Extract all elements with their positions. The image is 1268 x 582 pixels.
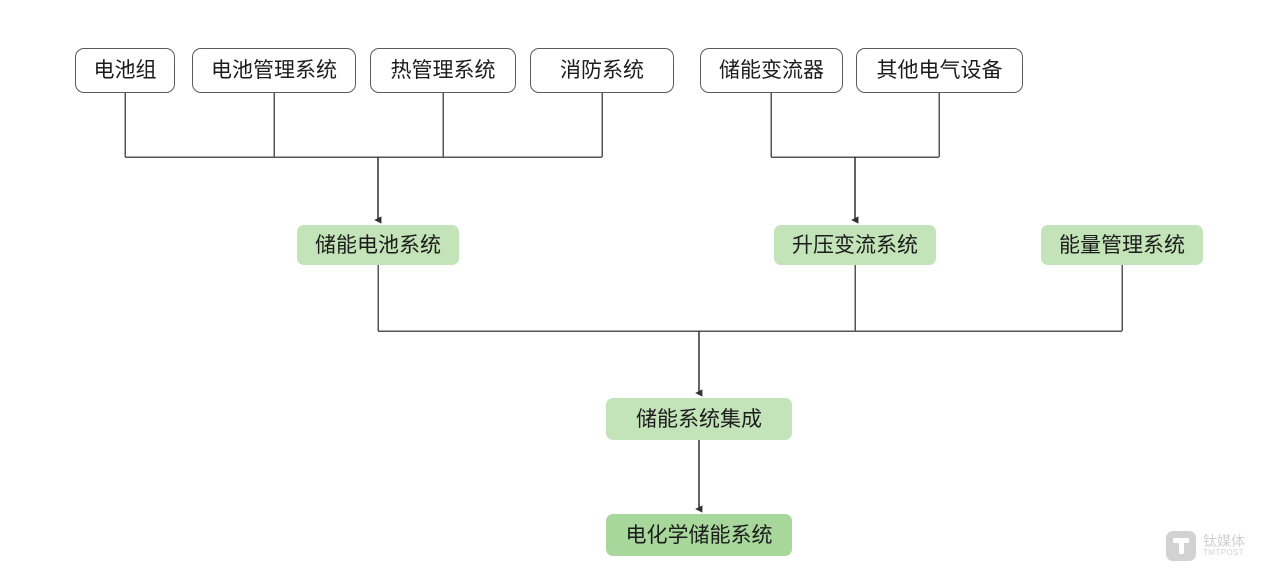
- tmtpost-logo-icon: [1166, 531, 1196, 561]
- node-storage-battery-system[interactable]: 储能电池系统: [297, 225, 459, 265]
- node-battery-pack[interactable]: 电池组: [75, 48, 175, 93]
- watermark-text: 钛媒体 TMTPOST: [1203, 534, 1245, 557]
- node-fire-protection[interactable]: 消防系统: [530, 48, 674, 93]
- node-label: 热管理系统: [390, 58, 496, 82]
- watermark-brand-cn: 钛媒体: [1203, 533, 1245, 550]
- node-label: 储能系统集成: [636, 406, 762, 431]
- node-electrochemical-storage-system[interactable]: 电化学储能系统: [606, 514, 792, 556]
- node-label: 电池组: [93, 58, 157, 82]
- node-label: 电化学储能系统: [625, 522, 773, 547]
- node-label: 储能变流器: [719, 58, 824, 82]
- node-label: 能量管理系统: [1059, 232, 1185, 257]
- node-label: 电池管理系统: [211, 58, 337, 82]
- edge-group-level2-cluster: [377, 265, 1123, 332]
- node-bms[interactable]: 电池管理系统: [192, 48, 356, 93]
- node-label: 其他电气设备: [876, 58, 1003, 82]
- node-boost-conversion-system[interactable]: 升压变流系统: [774, 225, 936, 265]
- watermark: 钛媒体 TMTPOST: [1166, 528, 1262, 564]
- node-label: 升压变流系统: [792, 232, 918, 257]
- node-other-electrical[interactable]: 其他电气设备: [856, 48, 1023, 93]
- node-thermal-management[interactable]: 热管理系统: [370, 48, 516, 93]
- node-label: 消防系统: [560, 58, 644, 82]
- node-storage-system-integration[interactable]: 储能系统集成: [606, 398, 792, 440]
- edge-group-left-cluster: [124, 93, 603, 158]
- edge-group-right-cluster: [770, 93, 940, 158]
- node-energy-management-system[interactable]: 能量管理系统: [1041, 225, 1203, 265]
- node-pcs[interactable]: 储能变流器: [700, 48, 843, 93]
- node-label: 储能电池系统: [315, 232, 441, 257]
- watermark-brand-en: TMTPOST: [1203, 548, 1245, 558]
